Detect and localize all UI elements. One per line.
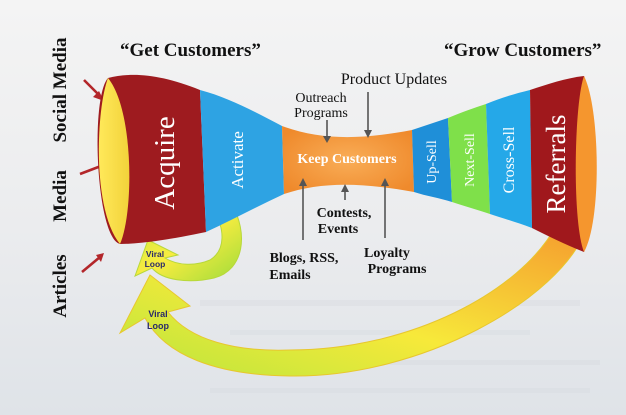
keep-customers-label: Keep Customers <box>297 152 397 167</box>
input-arrows <box>79 79 107 273</box>
viral-loop-small-arrow <box>134 204 242 282</box>
acquire-rim <box>98 78 130 244</box>
side-label-media: Media <box>50 170 71 222</box>
side-label-articles: Articles <box>50 254 71 317</box>
referrals-segment <box>530 76 597 252</box>
viral-loop-big-label-line2: Loop <box>147 321 169 331</box>
activate-label: Activate <box>228 131 247 189</box>
acquire-segment <box>97 74 206 244</box>
activate-segment <box>200 90 284 232</box>
upsell-label: Up-Sell <box>425 140 440 184</box>
upsell-segment <box>412 118 452 202</box>
side-label-social-media: Social Media <box>50 37 71 143</box>
viral-loop-big-label-line1: Viral <box>148 309 167 319</box>
header-get-customers: “Get Customers” <box>120 40 261 61</box>
referrals-rim <box>575 76 597 252</box>
viral-loop-small-label-line1: Viral <box>146 249 164 259</box>
crosssell-segment <box>486 90 532 228</box>
loyalty-label-line1: Loyalty <box>364 246 410 261</box>
header-grow-customers: “Grow Customers” <box>444 40 601 61</box>
acquire-label: Acquire <box>149 116 181 209</box>
keep-customers-segment <box>282 126 414 194</box>
outreach-label-line2: Programs <box>294 106 348 121</box>
referrals-label: Referrals <box>541 115 571 214</box>
viral-loop-small-label-line2: Loop <box>145 259 166 269</box>
crosssell-label: Cross-Sell <box>501 126 518 193</box>
loyalty-label-line2: Programs <box>368 262 427 277</box>
product-updates-label: Product Updates <box>341 71 447 88</box>
contests-label-line2: Events <box>318 222 359 237</box>
outreach-label-line1: Outreach <box>295 91 346 106</box>
viral-loop-big-arrow <box>118 225 588 377</box>
blogs-label-line1: Blogs, RSS, <box>270 251 339 266</box>
background-texture <box>200 300 600 393</box>
annotation-arrows <box>299 92 389 240</box>
nextsell-label: Next-Sell <box>463 133 478 187</box>
contests-label-line1: Contests, <box>317 206 372 221</box>
nextsell-segment <box>448 104 490 214</box>
blogs-label-line2: Emails <box>269 268 311 283</box>
